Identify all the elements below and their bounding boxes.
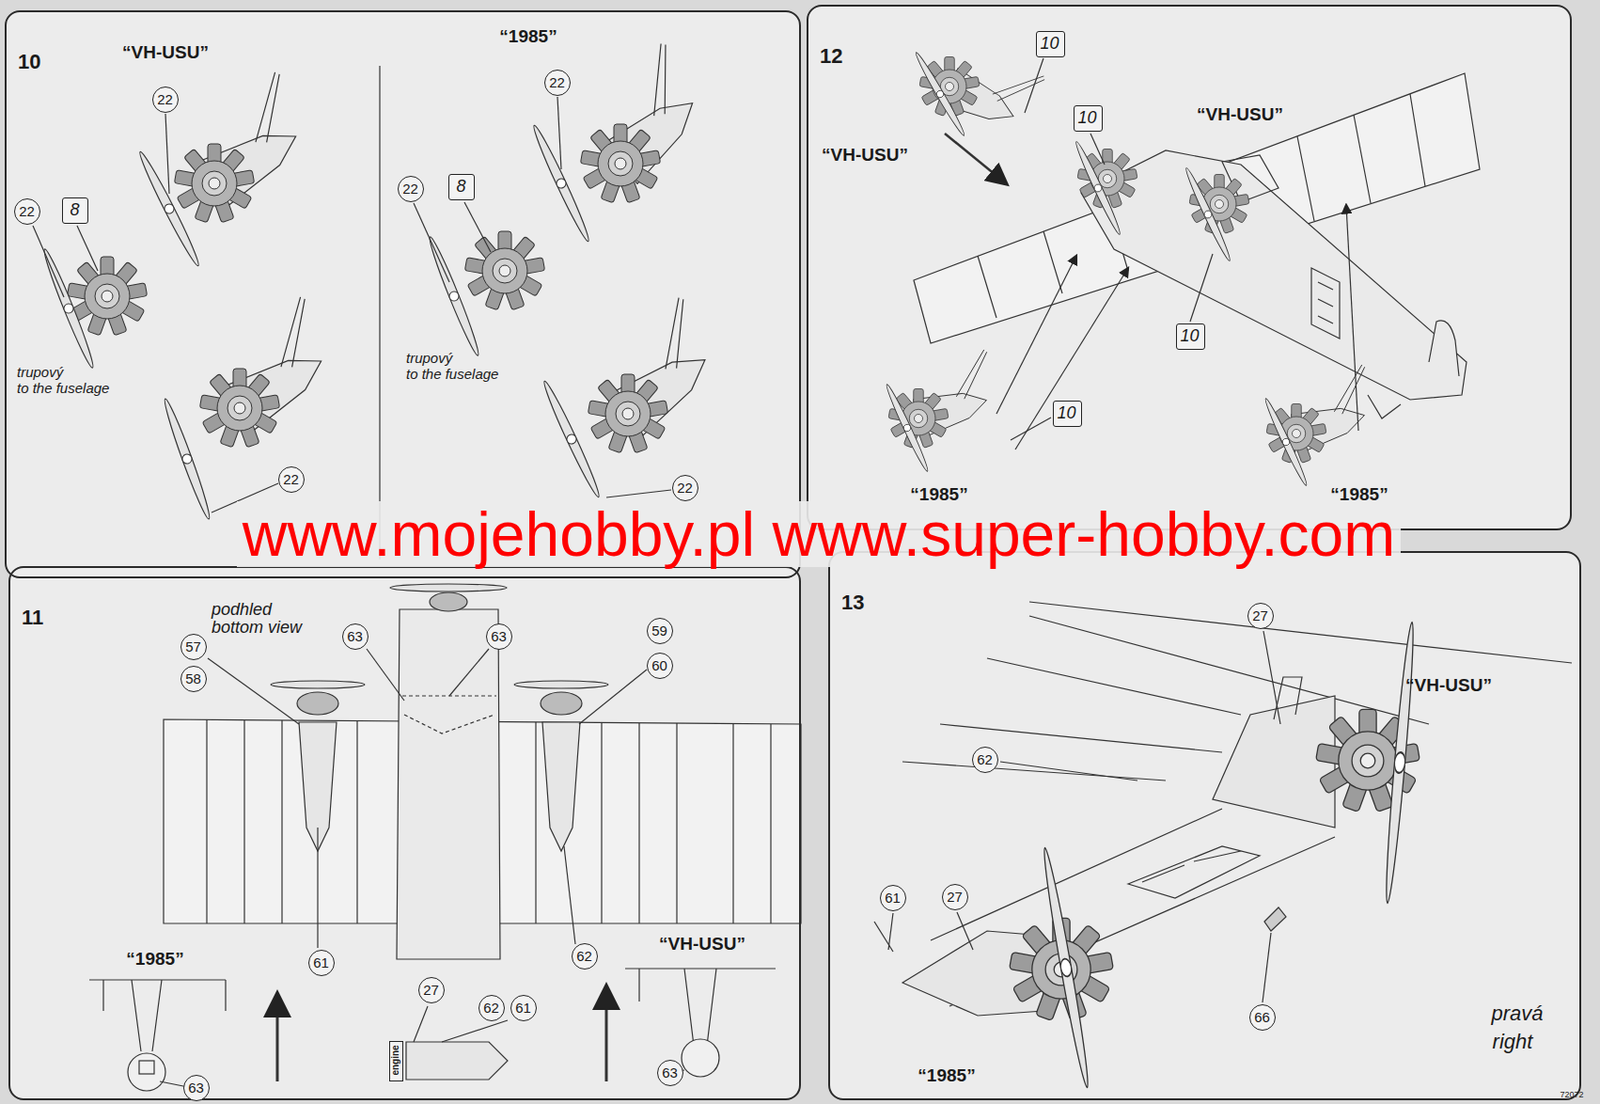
callout-circle: 27 — [941, 883, 969, 910]
callout-number: 59 — [651, 622, 668, 639]
part-label: “VH-USU” — [658, 933, 746, 955]
callout-circle: 22 — [152, 86, 179, 113]
callout-circle: 59 — [646, 617, 674, 644]
part-label: “VH-USU” — [821, 144, 909, 166]
callout-number: 10 — [1179, 326, 1199, 346]
callout-circle: 62 — [972, 746, 999, 773]
part-label: engine — [390, 1044, 401, 1075]
callout-number: 63 — [346, 627, 363, 644]
callout-circle: 63 — [657, 1059, 684, 1086]
callout-number: 22 — [18, 203, 35, 220]
callout-circle: 22 — [397, 175, 424, 203]
callout-number: 66 — [1254, 1008, 1271, 1025]
callout-number: 10 — [1077, 108, 1097, 128]
callout-number: 22 — [156, 91, 173, 108]
callout-number: 8 — [455, 176, 466, 197]
step-panel: 10 22 22 8 22 22 22 8 22 — [4, 10, 801, 579]
callout-number: 58 — [185, 670, 202, 687]
callout-square: 10 — [1052, 400, 1083, 427]
callout-circle: 63 — [183, 1074, 210, 1101]
callout-square: 10 — [1035, 31, 1066, 58]
callout-number: 57 — [185, 638, 202, 655]
part-label: 72072 — [1559, 1089, 1584, 1099]
part-label: “1985” — [125, 948, 184, 970]
callout-circle: 27 — [418, 976, 445, 1004]
watermark: www.mojehobby.pl www.super-hobby.com — [236, 501, 1401, 567]
callout-number: 63 — [188, 1079, 204, 1096]
callout-number: 62 — [483, 999, 500, 1016]
part-label: trupový — [406, 349, 453, 366]
callout-number: 27 — [1252, 607, 1269, 624]
part-label: bottom view — [211, 617, 302, 638]
callout-number: 22 — [676, 479, 693, 496]
callout-number: 10 — [1039, 33, 1059, 54]
callout-number: 10 — [1056, 403, 1076, 424]
step-panel: 12 10 10 10 10 — [806, 4, 1572, 531]
callout-square: 10 — [1073, 105, 1103, 132]
callout-circle: 61 — [308, 949, 335, 976]
callout-circle: 66 — [1249, 1003, 1276, 1031]
callout-number: 63 — [490, 627, 507, 644]
callout-number: 27 — [946, 888, 963, 905]
part-label: to the fuselage — [16, 379, 110, 396]
callout-number: 61 — [515, 999, 532, 1016]
callout-number: 22 — [402, 180, 419, 197]
part-label: “1985” — [917, 1065, 975, 1086]
callout-number: 61 — [884, 889, 901, 906]
engine-box: engine — [389, 1040, 404, 1082]
callout-circle: 63 — [486, 623, 513, 650]
callout-circle: 63 — [342, 623, 369, 650]
callout-number: 60 — [651, 657, 668, 674]
callout-circle: 60 — [646, 652, 674, 679]
callout-circle: 57 — [180, 633, 207, 660]
callout-circle: 62 — [478, 994, 505, 1021]
callout-circle: 62 — [571, 942, 598, 970]
callout-circle: 22 — [544, 69, 571, 96]
callout-square: 8 — [62, 197, 89, 224]
callout-circle: 61 — [879, 884, 907, 911]
part-label: “VH-USU” — [1196, 104, 1284, 126]
part-label: “VH-USU” — [122, 42, 209, 63]
step-number: 13 — [841, 590, 864, 615]
part-label: “VH-USU” — [1405, 674, 1492, 696]
part-label: trupový — [16, 363, 63, 380]
step-number: 10 — [17, 49, 41, 75]
callout-number: 8 — [69, 200, 79, 220]
callout-circle: 27 — [1247, 602, 1274, 629]
part-label: podhled — [211, 599, 272, 620]
callout-number: 62 — [976, 751, 993, 768]
callout-number: 22 — [282, 470, 299, 487]
part-label: pravá — [1490, 1001, 1543, 1026]
callout-square: 8 — [448, 173, 475, 201]
callout-circle: 61 — [510, 994, 537, 1021]
callout-number: 63 — [661, 1064, 678, 1081]
callout-circle: 22 — [672, 474, 699, 502]
callout-number: 27 — [423, 981, 440, 998]
callout-number: 61 — [313, 954, 330, 971]
step-number: 12 — [819, 44, 843, 69]
callout-number: 22 — [549, 74, 565, 91]
callout-number: 62 — [576, 947, 593, 964]
callout-circle: 22 — [278, 466, 305, 493]
step-number: 11 — [21, 605, 44, 630]
step-panel: 11 57 58 63 63 59 60 61 62 27 62 61 63 63 engine — [8, 565, 801, 1100]
callout-circle: 58 — [180, 665, 207, 692]
step-panel: 13 27 62 61 27 66 — [828, 550, 1582, 1100]
part-label: right — [1492, 1029, 1534, 1054]
part-label: “1985” — [499, 26, 557, 48]
callout-circle: 22 — [14, 198, 41, 225]
callout-square: 10 — [1176, 323, 1206, 350]
part-label: to the fuselage — [406, 365, 499, 382]
